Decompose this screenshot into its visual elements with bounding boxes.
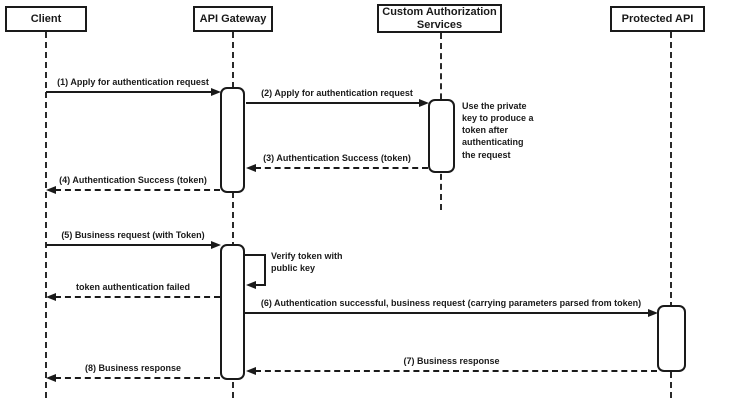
message-6-label: (6) Authentication successful, business …: [260, 298, 642, 308]
message-7-line: [255, 370, 657, 372]
message-4-line: [55, 189, 220, 191]
activation-api-gateway-business: [220, 244, 245, 380]
arrowhead-right-icon: [211, 241, 221, 249]
participant-api-gateway: API Gateway: [193, 6, 273, 32]
arrowhead-right-icon: [211, 88, 221, 96]
message-2-line: [246, 102, 419, 104]
arrowhead-left-icon: [46, 374, 56, 382]
activation-custom-authorization-services: [428, 99, 455, 173]
lifeline-protected-api: [670, 32, 672, 398]
message-3-label: (3) Authentication Success (token): [263, 153, 411, 163]
arrowhead-left-icon: [46, 186, 56, 194]
note-private-key: Use the private key to produce a token a…: [462, 101, 534, 160]
message-1-line: [46, 91, 211, 93]
activation-api-gateway-auth: [220, 87, 245, 193]
arrowhead-left-icon: [246, 367, 256, 375]
lifeline-client: [45, 32, 47, 398]
message-5-label: (5) Business request (with Token): [61, 230, 205, 240]
message-2-label: (2) Apply for authentication request: [261, 88, 413, 98]
message-3-line: [255, 167, 428, 169]
self-message-label: Verify token with public key: [271, 251, 343, 273]
message-6-line: [245, 312, 648, 314]
self-message-line-top: [245, 254, 266, 256]
arrowhead-right-icon: [419, 99, 429, 107]
message-8-line: [55, 377, 220, 379]
message-7-label: (7) Business response: [403, 356, 500, 366]
message-1-label: (1) Apply for authentication request: [57, 77, 209, 87]
message-4-label: (4) Authentication Success (token): [59, 175, 207, 185]
participant-protected-api: Protected API: [610, 6, 705, 32]
lifeline-api-gateway: [232, 32, 234, 398]
arrowhead-left-icon: [246, 164, 256, 172]
arrowhead-right-icon: [648, 309, 658, 317]
activation-protected-api: [657, 305, 686, 372]
self-message-line-right: [264, 254, 266, 286]
message-token-failed-label: token authentication failed: [75, 282, 190, 292]
self-message-line-bottom: [255, 284, 266, 286]
arrowhead-left-icon: [246, 281, 256, 289]
arrowhead-left-icon: [46, 293, 56, 301]
message-token-failed-line: [55, 296, 220, 298]
message-5-line: [46, 244, 211, 246]
message-8-label: (8) Business response: [84, 363, 182, 373]
participant-custom-authorization-services: Custom Authorization Services: [377, 4, 502, 33]
participant-client: Client: [5, 6, 87, 32]
